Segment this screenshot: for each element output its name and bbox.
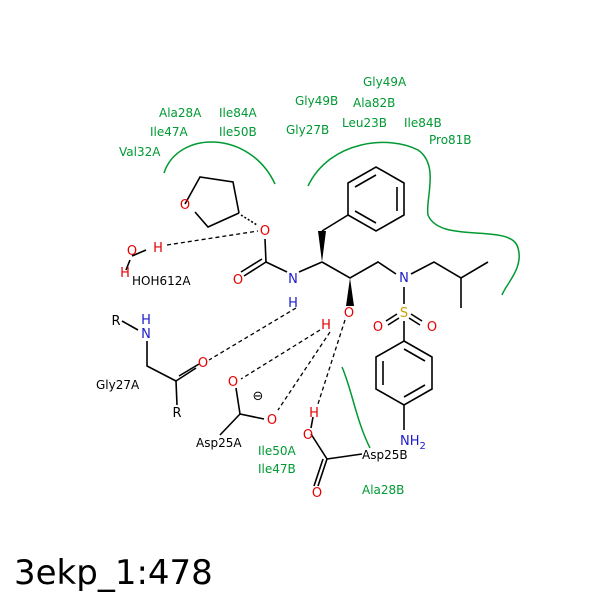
label-pro81b: Pro81B — [429, 133, 472, 147]
atom-o-carbonyl: O — [233, 273, 243, 288]
atom-h-hydroxyl: H — [321, 318, 331, 333]
hbond-oh-asp25a-o1 — [240, 329, 321, 380]
atom-gly27a-n: N — [141, 327, 151, 342]
hydrogen-bonds — [166, 230, 346, 411]
label-leu23b: Leu23B — [342, 116, 387, 130]
label-ile47a: Ile47A — [150, 125, 189, 139]
atom-gly27a-r1: R — [111, 314, 120, 329]
atom-nh2: NH2 — [400, 434, 426, 452]
residue-fragments — [121, 249, 363, 487]
hydrophobic-arc-top — [307, 141, 520, 296]
atom-o-sulfonyl-right: O — [427, 320, 437, 335]
hbond-nh-gly27a — [208, 307, 297, 361]
atom-n-carbamate: N — [288, 272, 298, 287]
atom-asp25a-charge: ⊖ — [253, 389, 264, 404]
label-ile84a: Ile84A — [219, 106, 258, 120]
atom-o-ester: O — [260, 224, 270, 239]
label-gly49b: Gly49B — [295, 94, 338, 108]
hydrophobic-arc-left — [163, 141, 276, 185]
atom-o-thf: O — [180, 198, 190, 213]
label-ala82b: Ala82B — [353, 96, 395, 110]
label-gly27b: Gly27B — [286, 123, 329, 137]
atom-asp25a-o1: O — [228, 375, 238, 390]
atom-asp25b-h: H — [309, 406, 319, 421]
label-asp25b: Asp25B — [362, 448, 408, 462]
label-ile50b: Ile50B — [219, 125, 257, 139]
label-ala28a: Ala28A — [159, 106, 202, 120]
diagram-caption: 3ekp_1:478 — [14, 553, 213, 593]
atom-h-carbamate: H — [288, 296, 298, 311]
label-ile84b: Ile84B — [404, 116, 442, 130]
label-ile47b: Ile47B — [258, 462, 296, 476]
hydrophobic-residue-labels: Ala28A Ile84A Ile47A Ile50B Val32A Gly49… — [119, 75, 472, 497]
atom-labels: O O O N H O H N S O O NH2 O H H R N H O … — [111, 198, 437, 501]
label-gly49a: Gly49A — [363, 75, 407, 89]
label-ala28b: Ala28B — [362, 483, 404, 497]
atom-gly27a-r2: R — [172, 406, 181, 421]
atom-s-sulfonyl: S — [400, 306, 408, 321]
atom-water-h2: H — [120, 266, 130, 281]
atom-asp25b-o1: O — [303, 428, 313, 443]
hbond-water-ester — [166, 230, 259, 246]
atom-o-sulfonyl-left: O — [373, 320, 383, 335]
label-ile50a: Ile50A — [258, 444, 297, 458]
atom-water-h1: H — [153, 241, 163, 256]
atom-gly27a-h: H — [141, 313, 151, 328]
label-gly27a: Gly27A — [96, 378, 140, 392]
ligand-bonds — [184, 166, 489, 430]
residue-labels: HOH612A Gly27A Asp25A Asp25B — [96, 274, 408, 462]
hbond-oh-asp25b — [317, 319, 346, 405]
atom-gly27a-o: O — [198, 356, 208, 371]
atom-o-hydroxyl: O — [344, 306, 354, 321]
label-water: HOH612A — [132, 274, 191, 288]
hbond-oh-asp25a-o2 — [277, 331, 331, 411]
atom-water-o: O — [127, 244, 137, 259]
atom-asp25a-o2: O — [267, 413, 277, 428]
hydrophobic-arc-bottom — [341, 366, 371, 449]
atom-asp25b-o2: O — [312, 486, 322, 501]
atom-n-sulfonamide: N — [399, 271, 409, 286]
hydrophobic-arcs — [163, 141, 520, 449]
label-val32a: Val32A — [119, 145, 161, 159]
label-asp25a: Asp25A — [196, 436, 242, 450]
